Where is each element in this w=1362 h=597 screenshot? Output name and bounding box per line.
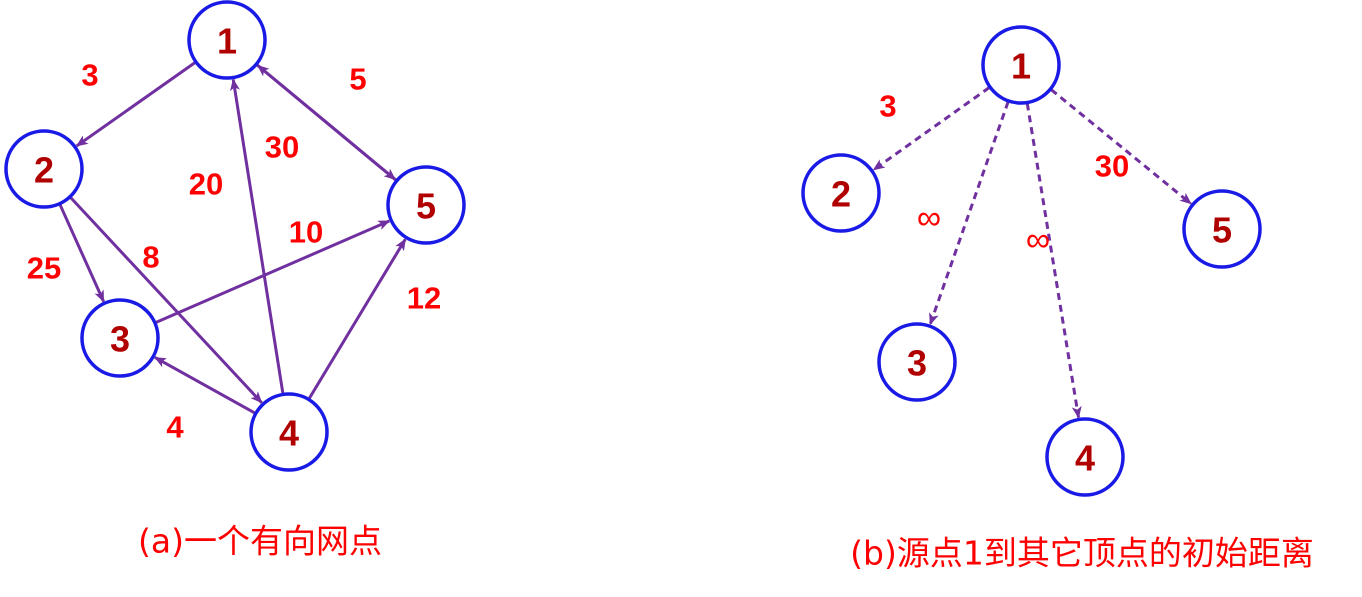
b-node-5: 5 [1182, 189, 1262, 269]
a-node-3-circle [80, 298, 160, 378]
a-weight-1-to-5: 30 [265, 130, 299, 165]
a-node-1: 1 [187, 0, 267, 80]
diagram-b-nodes: 1 2 3 4 5 [801, 25, 1262, 497]
b-node-1: 1 [981, 25, 1061, 105]
a-node-5-label: 5 [416, 186, 436, 227]
a-node-1-label: 1 [217, 21, 237, 62]
a-weight-4-to-3: 4 [166, 410, 184, 445]
b-weight-1-to-4: ∞ [1026, 221, 1050, 259]
a-node-4: 4 [249, 392, 329, 472]
a-node-5-circle [386, 165, 466, 245]
diagram-b-initial-distances: 3 ∞ ∞ 30 1 2 3 4 5 (b)源点1到其它顶点的初始距离 [801, 25, 1314, 573]
a-weight-1-to-2: 3 [81, 58, 98, 93]
a-node-1-circle [187, 0, 267, 80]
a-node-3: 3 [80, 298, 160, 378]
diagram-b-caption: (b)源点1到其它顶点的初始距离 [850, 534, 1314, 573]
b-node-3-label: 3 [907, 343, 927, 384]
a-edge-4-to-3 [154, 356, 256, 415]
b-node-4-circle [1045, 417, 1125, 497]
a-edge-2-to-3 [58, 203, 105, 303]
a-node-4-circle [249, 392, 329, 472]
diagram-b-edge-weights: 3 ∞ ∞ 30 [879, 89, 1129, 260]
a-weight-4-to-1: 20 [189, 167, 223, 202]
b-edge-1-to-5 [1050, 88, 1192, 205]
a-edge-1-to-2 [75, 61, 196, 148]
b-node-3: 3 [877, 322, 957, 402]
b-edge-1-to-3 [928, 101, 1010, 326]
a-weight-5-to-1: 5 [349, 62, 366, 97]
a-edge-4-to-1 [230, 78, 285, 394]
b-node-4-label: 4 [1075, 438, 1095, 479]
a-edge-2-to-4 [69, 196, 263, 404]
b-node-1-circle [981, 25, 1061, 105]
a-node-2: 2 [4, 129, 84, 209]
b-node-5-label: 5 [1212, 210, 1232, 251]
a-node-2-label: 2 [34, 150, 54, 191]
diagram-a-caption: (a)一个有向网点 [138, 522, 382, 561]
b-node-2: 2 [801, 153, 881, 233]
a-weight-3-to-5: 10 [289, 215, 323, 250]
a-edge-4-to-5 [307, 238, 407, 400]
a-edge-3-to-5 [155, 219, 391, 324]
b-node-4: 4 [1045, 417, 1125, 497]
b-node-3-circle [877, 322, 957, 402]
b-node-2-label: 2 [831, 174, 851, 215]
a-weight-4-to-5: 12 [407, 281, 441, 316]
b-node-5-circle [1182, 189, 1262, 269]
a-node-2-circle [4, 129, 84, 209]
b-node-1-label: 1 [1011, 46, 1031, 87]
b-weight-1-to-2: 3 [879, 89, 896, 124]
b-edge-1-to-4 [1025, 103, 1082, 419]
a-node-4-label: 4 [279, 413, 299, 454]
a-weight-2-to-3: 25 [27, 251, 61, 286]
b-weight-1-to-3: ∞ [917, 199, 941, 237]
b-node-2-circle [801, 153, 881, 233]
a-weight-2-to-4: 8 [142, 240, 159, 275]
b-weight-1-to-5: 30 [1095, 149, 1129, 184]
a-node-3-label: 3 [110, 319, 130, 360]
a-edge-1-to-5 [256, 63, 397, 181]
diagram-b-edges [872, 86, 1192, 419]
diagram-a-edges [58, 61, 407, 415]
a-node-5: 5 [386, 165, 466, 245]
